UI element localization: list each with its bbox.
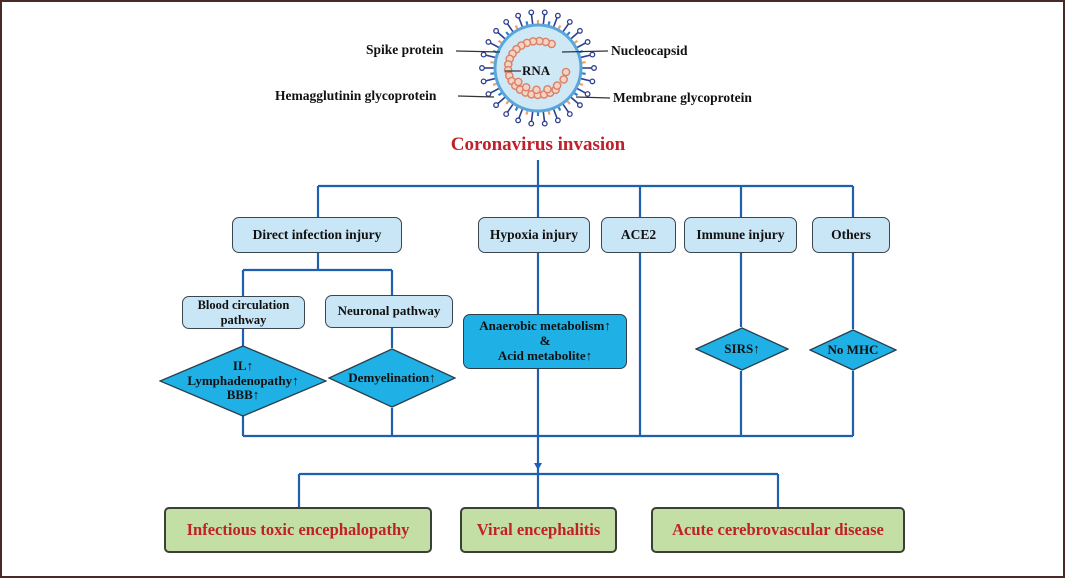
blood-circulation-pathway-box: Blood circulation pathway <box>182 296 305 329</box>
effect-acid-metabolite: Acid metabolite↑ <box>497 347 593 363</box>
demyelination-diamond: Demyelination↑ <box>328 348 456 408</box>
spike-tip <box>541 9 548 16</box>
effect-ampersand: & <box>539 333 551 349</box>
spike-tip <box>566 18 573 25</box>
spike-protein-icon <box>479 9 597 127</box>
spike-tip <box>566 111 573 118</box>
diagram-title: Coronavirus invasion <box>450 134 626 155</box>
nucleocapsid-label: Nucleocapsid <box>611 43 688 58</box>
spike-tip <box>589 78 596 85</box>
spike-tip <box>515 12 522 19</box>
pointer-line <box>575 96 611 99</box>
rna-strand-icon <box>503 36 571 100</box>
spike-tip <box>515 117 522 124</box>
spike-tip <box>528 120 535 127</box>
spike-tip <box>493 102 500 109</box>
spike-tip <box>589 51 596 58</box>
spike-tip <box>493 27 500 34</box>
mechanism-ace2: ACE2 <box>601 217 676 253</box>
effect-anaerobic-metabolism: Anaerobic metabolism↑ <box>479 318 611 334</box>
spike-tip <box>485 91 492 97</box>
spike-tip <box>480 51 487 58</box>
effect-lymphadenopathy: Lymphadenopathy↑ <box>187 372 299 388</box>
neuronal-pathway-box: Neuronal pathway <box>325 295 453 328</box>
effect-sirs: SIRS↑ <box>724 340 760 356</box>
effect-bbb: BBB↑ <box>226 387 260 403</box>
outcome-infectious-toxic-encephalopathy: Infectious toxic encephalopathy <box>164 507 432 553</box>
spike-tip <box>576 27 583 34</box>
virus-illustration <box>455 9 611 127</box>
arrow-head-icon <box>534 463 542 470</box>
hemagglutinin-label: Hemagglutinin glycoprotein <box>275 88 437 103</box>
mechanism-others: Others <box>812 217 890 253</box>
mechanism-direct-infection-injury: Direct infection injury <box>232 217 402 253</box>
sirs-diamond: SIRS↑ <box>695 327 789 371</box>
blood-effects-diamond: IL↑ Lymphadenopathy↑ BBB↑ <box>159 345 327 417</box>
spike-tip <box>591 65 597 71</box>
rna-bead <box>552 81 562 90</box>
outcome-viral-encephalitis: Viral encephalitis <box>460 507 617 553</box>
rna-bead <box>521 82 531 92</box>
spike-tip <box>554 117 561 124</box>
rna-bead <box>559 75 568 84</box>
spike-tip <box>584 91 591 97</box>
spike-tip <box>503 111 510 118</box>
rna-bead <box>543 84 552 94</box>
no-mhc-diamond: No MHC <box>809 329 897 371</box>
rna-bead <box>561 67 571 77</box>
rna-bead <box>514 77 523 87</box>
spike-tip <box>503 18 510 25</box>
spike-protein-label: Spike protein <box>366 42 444 57</box>
spike-tip <box>485 39 492 45</box>
pointer-line <box>561 50 609 53</box>
outcome-acute-cerebrovascular-disease: Acute cerebrovascular disease <box>651 507 905 553</box>
spike-tip <box>480 78 487 85</box>
blood-circulation-line-2: pathway <box>220 312 267 327</box>
spike-tip <box>541 120 548 127</box>
hypoxia-effects-box: Anaerobic metabolism↑ & Acid metabolite↑ <box>463 314 627 369</box>
spike-tip <box>584 39 591 45</box>
rna-bead <box>532 85 541 95</box>
effect-no-mhc: No MHC <box>827 341 879 357</box>
spike-tip <box>528 9 535 16</box>
mechanism-hypoxia-injury: Hypoxia injury <box>478 217 590 253</box>
blood-circulation-line-1: Blood circulation <box>197 298 290 313</box>
pointer-line <box>455 50 501 53</box>
spike-tip <box>554 12 561 19</box>
effect-demyelination: Demyelination↑ <box>348 369 436 385</box>
mechanism-immune-injury: Immune injury <box>684 217 797 253</box>
spike-tip <box>479 65 485 71</box>
pointer-line <box>457 95 495 98</box>
membrane-glycoprotein-label: Membrane glycoprotein <box>613 90 752 105</box>
spike-tip <box>576 102 583 109</box>
rna-label: RNA <box>522 63 551 78</box>
effect-il: IL↑ <box>232 357 254 373</box>
